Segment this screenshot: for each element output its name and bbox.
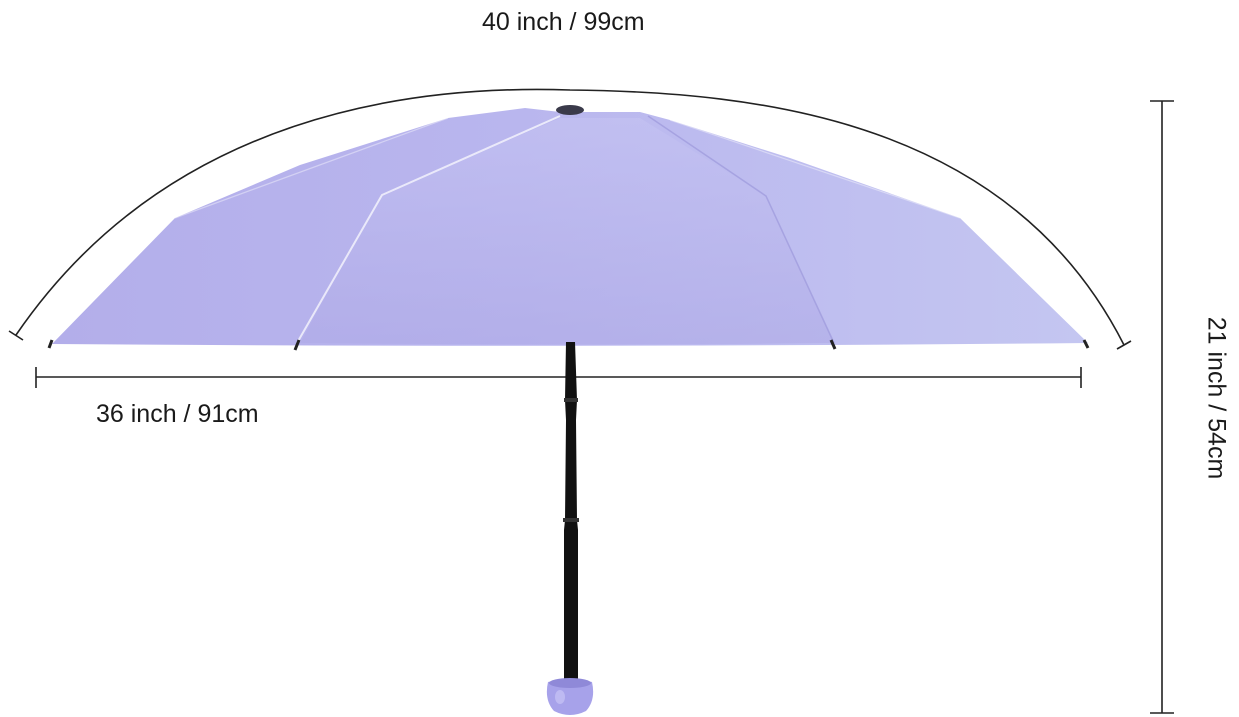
shaft-joint — [563, 518, 579, 522]
umbrella-shaft — [564, 342, 578, 680]
open-width-label: 36 inch / 91cm — [96, 400, 259, 428]
rib-tip — [1082, 339, 1090, 349]
canopy-rib-seam — [174, 117, 449, 219]
canopy-rib-seam — [647, 115, 835, 344]
shaft-joint — [564, 398, 578, 402]
canopy-rib-seam — [669, 119, 961, 219]
rib-tip — [829, 339, 837, 350]
umbrella-top-cap — [556, 105, 584, 115]
arc-dimension-left-tick — [8, 330, 24, 341]
canopy-center-panel — [300, 118, 834, 345]
handle-top-rim — [549, 678, 591, 688]
arc-dimension-right-tick — [1116, 340, 1132, 350]
rib-tip — [293, 339, 301, 351]
handle-highlight — [555, 690, 565, 704]
rib-tip — [47, 339, 54, 349]
umbrella-handle — [546, 679, 594, 715]
arc-length-label: 40 inch / 99cm — [482, 8, 645, 36]
total-height-label: 21 inch / 54cm — [1202, 316, 1231, 480]
arc-dimension-line — [15, 88, 1125, 346]
canopy-rib-seam — [296, 115, 561, 344]
